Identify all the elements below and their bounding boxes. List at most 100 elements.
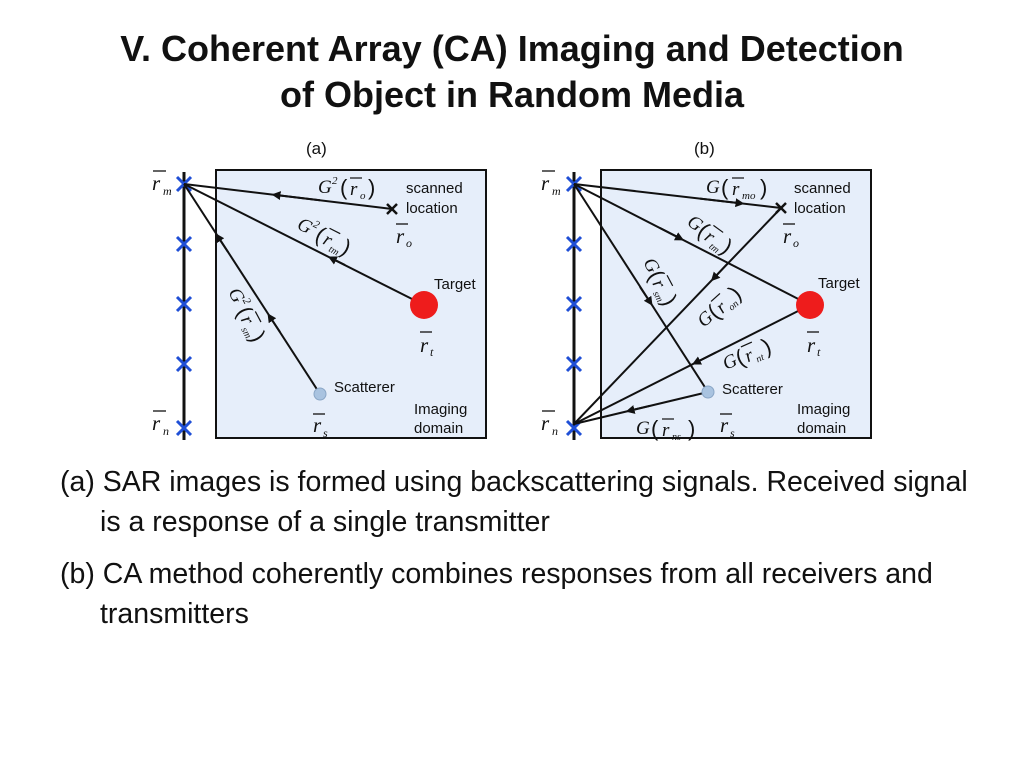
- panel-b-rt-label: r t: [807, 331, 821, 359]
- panel-a-target-icon: [410, 291, 438, 319]
- array-element-icon: [175, 295, 193, 313]
- array-element-icon: [175, 235, 193, 253]
- panel-a-path-arrow-4: [215, 233, 229, 253]
- svg-text:s: s: [730, 426, 735, 440]
- panel-a-rs-label: r s: [313, 413, 328, 440]
- panel-a-path-to-target: [183, 183, 425, 306]
- panel-b-path-m-to-scatterer-arrow: [639, 286, 653, 306]
- panel-b-target-label: Target: [818, 275, 861, 292]
- panel-b-path-scatterer-to-n-arrow: [625, 404, 651, 414]
- svg-text:r: r: [783, 224, 792, 248]
- svg-text:2: 2: [332, 175, 338, 187]
- panel-a-rm-label: r m: [152, 170, 172, 198]
- svg-text:n: n: [552, 424, 558, 438]
- array-element-icon: [175, 419, 193, 437]
- svg-text:(: (: [721, 175, 729, 200]
- panel-b-path-m-to-target: [573, 183, 811, 306]
- svg-text:): ): [368, 175, 375, 200]
- panel-b-rs-label: r s: [720, 413, 735, 440]
- array-element-icon: [565, 295, 583, 313]
- panel-a-location-label: location: [406, 200, 458, 217]
- array-element-icon: [565, 235, 583, 253]
- svg-text:G: G: [318, 177, 332, 198]
- svg-text:r: r: [541, 411, 550, 435]
- svg-text:m: m: [552, 184, 561, 198]
- svg-text:t: t: [430, 345, 434, 359]
- panel-b-path-scanned-to-n-arrow: [710, 262, 729, 282]
- svg-text:G: G: [636, 418, 650, 439]
- panel-a-path-to-scatterer: [183, 183, 321, 395]
- svg-text:r: r: [350, 179, 358, 200]
- panel-b-g-ron-label: G ( r on ): [693, 281, 746, 332]
- svg-text:ns: ns: [672, 432, 681, 443]
- svg-text:r: r: [313, 413, 322, 437]
- svg-text:mo: mo: [742, 190, 756, 202]
- svg-text:nt: nt: [754, 352, 766, 365]
- panel-b-imaging-label: Imaging: [797, 401, 850, 418]
- array-element-icon: [175, 355, 193, 373]
- svg-text:r: r: [541, 171, 550, 195]
- svg-text:r: r: [396, 224, 405, 248]
- svg-text:s: s: [323, 426, 328, 440]
- slide-title: V. Coherent Array (CA) Imaging and Detec…: [40, 26, 984, 118]
- panel-a-scatterer-label: Scatterer: [334, 379, 395, 396]
- svg-text:r: r: [807, 333, 816, 357]
- panel-a-path-arrow-2: [327, 256, 346, 266]
- caption-a: (a) SAR images is formed using backscatt…: [60, 466, 968, 538]
- panel-b-path-m-to-scanned: [573, 183, 782, 209]
- array-element-icon: [565, 355, 583, 373]
- panel-b-ro-label: r o: [783, 223, 799, 250]
- panel-b-g-rmo-label: G ( r mo ): [706, 175, 767, 202]
- caption-list: (a) SAR images is formed using backscatt…: [60, 462, 980, 646]
- svg-text:sm: sm: [650, 289, 665, 304]
- panel-a-domain-label: domain: [414, 420, 463, 437]
- svg-text:2: 2: [311, 218, 322, 231]
- svg-text:tm: tm: [327, 244, 341, 258]
- svg-text:(: (: [340, 175, 348, 200]
- svg-text:sm: sm: [238, 325, 253, 340]
- panel-a-imaging-label: Imaging: [414, 401, 467, 418]
- panel-a-scanned-label: scanned: [406, 180, 463, 197]
- panel-a-ro-label: r o: [396, 223, 412, 250]
- panel-b-scatterer-icon: [701, 385, 715, 399]
- panel-b-path-m-to-scanned-arrow: [699, 197, 745, 208]
- panel-b-array-markers: [565, 175, 583, 437]
- panel-b-label: (b): [694, 139, 715, 158]
- panel-b-path-target-to-n-arrow: [691, 351, 717, 365]
- svg-text:(: (: [651, 416, 659, 441]
- panel-a-scanned-location-icon: [386, 203, 398, 215]
- panel-a-g2-ro-label: G 2 ( r o ): [318, 175, 375, 202]
- panel-b-path-m-to-target-arrow: [659, 227, 685, 241]
- panel-a-path-arrow-3: [267, 313, 281, 333]
- panel-a-path-arrow-1: [271, 191, 321, 202]
- svg-text:m: m: [163, 184, 172, 198]
- svg-text:r: r: [152, 411, 161, 435]
- slide-title-line-2: of Object in Random Media: [279, 74, 745, 115]
- panel-a-label: (a): [306, 139, 327, 158]
- svg-text:r: r: [732, 179, 740, 200]
- panel-a: (a) r m r n: [152, 139, 487, 440]
- panel-a-rn-label: r n: [152, 410, 169, 438]
- svg-text:r: r: [152, 171, 161, 195]
- svg-text:2: 2: [240, 296, 253, 307]
- panel-a-rt-label: r t: [420, 331, 434, 359]
- panel-a-target-label: Target: [434, 276, 477, 293]
- svg-text:o: o: [793, 236, 799, 250]
- svg-text:o: o: [406, 236, 412, 250]
- panel-b-path-scanned-to-n: [573, 207, 782, 425]
- panel-b-scanned-label: scanned: [794, 180, 851, 197]
- panel-b-scatterer-label: Scatterer: [722, 381, 783, 398]
- slide-title-line-1: V. Coherent Array (CA) Imaging and Detec…: [120, 28, 904, 69]
- svg-text:o: o: [360, 190, 366, 202]
- svg-text:): ): [760, 175, 767, 200]
- svg-text:r: r: [420, 333, 429, 357]
- panel-b-rm-label: r m: [541, 170, 561, 198]
- caption-b: (b) CA method coherently combines respon…: [60, 558, 933, 630]
- panel-b-target-icon: [796, 291, 824, 319]
- panel-a-scatterer-icon: [313, 387, 327, 401]
- svg-text:r: r: [720, 413, 729, 437]
- panel-b: (b) r m r n: [541, 139, 872, 443]
- panel-b-scanned-location-icon: [775, 202, 787, 214]
- panel-b-location-label: location: [794, 200, 846, 217]
